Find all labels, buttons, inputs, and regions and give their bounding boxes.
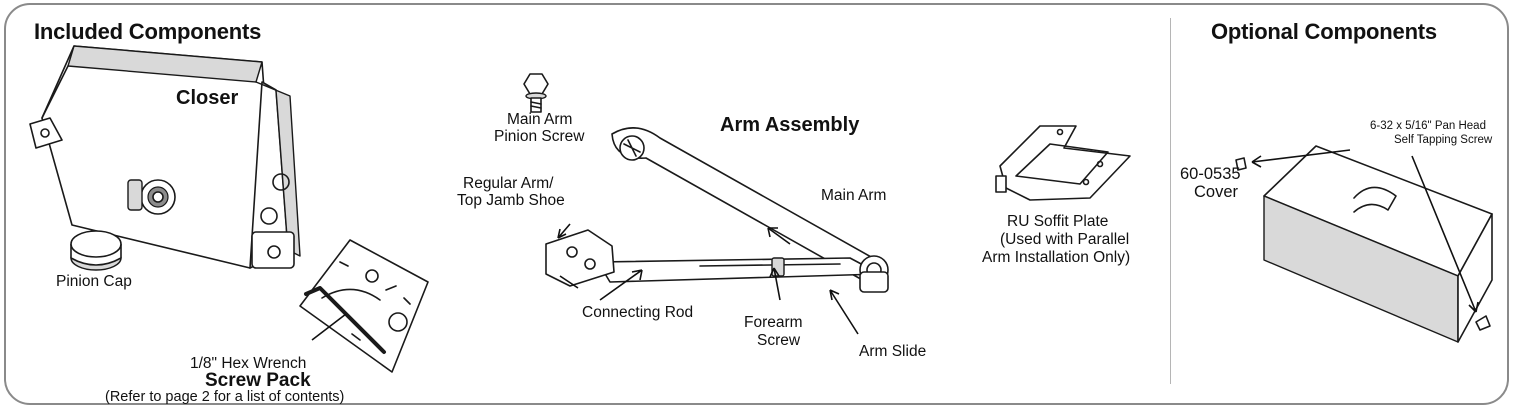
regular-arm-label-2: Top Jamb Shoe: [457, 192, 565, 209]
cover-label-2: Cover: [1194, 183, 1239, 201]
screw-pack-note: (Refer to page 2 for a list of contents): [105, 389, 345, 405]
soffit-plate-icon: [995, 125, 1131, 201]
pinion-screw-icon: [523, 73, 549, 113]
pan-head-screw-label-1: 6-32 x 5/16" Pan Head: [1370, 120, 1486, 132]
screw-pack-icon: [299, 239, 429, 373]
optional-components-title: Optional Components: [1211, 19, 1437, 44]
section-divider: [1170, 18, 1171, 384]
pinion-screw-label-2: Pinion Screw: [494, 128, 585, 145]
pinion-cap-label: Pinion Cap: [56, 273, 132, 290]
soffit-plate-label-3: Arm Installation Only): [982, 249, 1131, 266]
arm-assembly-icon: [545, 127, 889, 293]
connecting-rod-label: Connecting Rod: [582, 304, 694, 321]
regular-arm-label-1: Regular Arm/: [463, 175, 554, 192]
hex-wrench-icon: [304, 286, 386, 354]
arm-assembly-label: Arm Assembly: [720, 114, 860, 136]
forearm-screw-label-2: Screw: [757, 332, 801, 349]
forearm-screw-label-1: Forearm: [744, 314, 803, 331]
soffit-plate-label-1: RU Soffit Plate: [1007, 213, 1109, 230]
hex-wrench-label: 1/8" Hex Wrench: [190, 355, 307, 372]
door-closer-icon: [29, 45, 301, 269]
closer-label: Closer: [176, 87, 239, 109]
arm-slide-label: Arm Slide: [859, 343, 927, 360]
cover-label-1: 60-0535: [1180, 165, 1241, 183]
pan-head-screw-icon: [1235, 157, 1491, 331]
cover-icon: [1263, 145, 1493, 343]
pinion-cap-icon: [70, 230, 122, 271]
leader-arrows: [311, 149, 1479, 341]
pan-head-screw-label-2: Self Tapping Screw: [1394, 134, 1493, 146]
main-arm-label: Main Arm: [821, 187, 887, 204]
soffit-plate-label-2: (Used with Parallel: [1000, 231, 1130, 248]
included-components-title: Included Components: [34, 19, 262, 44]
screw-pack-label: Screw Pack: [205, 370, 311, 391]
pinion-screw-label-1: Main Arm: [507, 111, 573, 128]
